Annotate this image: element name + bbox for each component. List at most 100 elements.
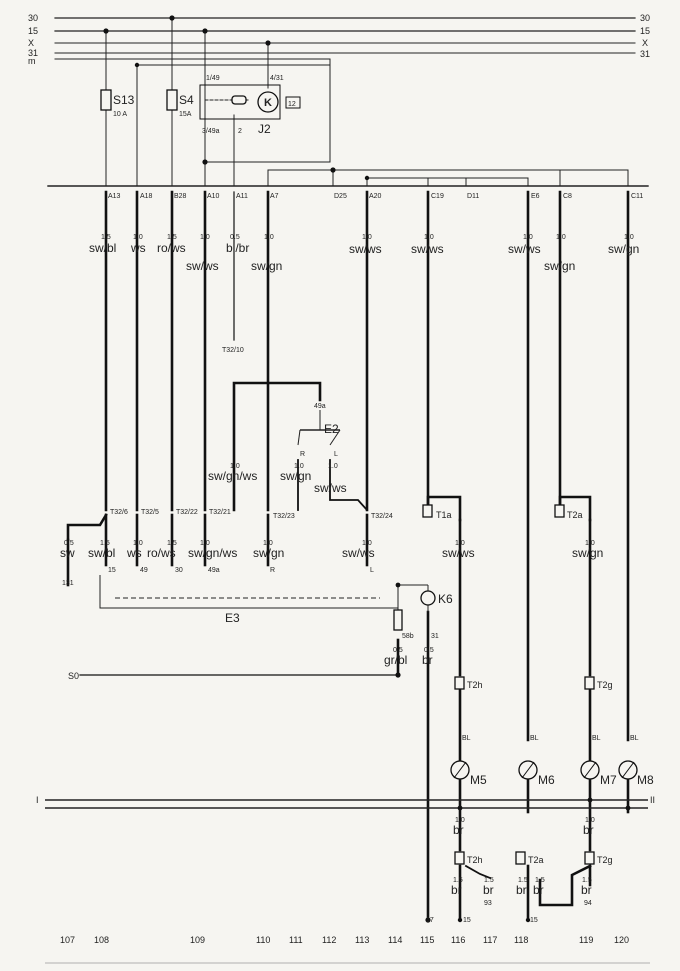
- column-number: 113: [355, 935, 369, 945]
- lower-wire-gauge: 1.0: [263, 540, 273, 547]
- lower-wire-color: ro/ws: [147, 546, 176, 560]
- t-connector: T2g: [597, 680, 613, 690]
- lower-wire-gauge: 1.0: [133, 540, 143, 547]
- relay-terminal-4-31: 4/31: [270, 75, 284, 82]
- bottom-ref: 15: [530, 917, 538, 924]
- connector-b28: B28: [174, 193, 187, 200]
- relay-label: J2: [258, 122, 271, 136]
- bottom-wire-ref: 94: [584, 900, 592, 907]
- column-number: 112: [322, 935, 336, 945]
- bottom-wire-gauge: 1.5: [484, 877, 494, 884]
- lower-wire-color: sw/gn: [253, 546, 284, 560]
- bottom-wire-gauge: 1.5: [582, 877, 592, 884]
- lower-wire-gauge: 1.0: [585, 540, 595, 547]
- column-number: 115: [420, 935, 434, 945]
- upper-wire-color: ws: [130, 241, 146, 255]
- e3-terminal: 15: [108, 567, 116, 574]
- column-number: 110: [256, 935, 270, 945]
- connector-c19: C19: [431, 193, 444, 200]
- e2-terminal-l: L: [334, 451, 338, 458]
- column-number: 111: [289, 935, 303, 945]
- upper-wire-color: sw/ws: [186, 259, 219, 273]
- connector-d25: D25: [334, 193, 347, 200]
- ground-wire-gauge: 1.0: [455, 817, 465, 824]
- upper-wire-color: sw/ws: [508, 242, 541, 256]
- t32-connector: T32/21: [209, 509, 231, 516]
- column-number: 120: [614, 935, 629, 945]
- bottom-connector: T2g: [597, 855, 613, 865]
- k6-wire-gauge: 0.5: [424, 647, 434, 654]
- k6-wire-color: br: [422, 653, 433, 667]
- k6-terminal-31: 31: [431, 633, 439, 640]
- e3-terminal: 49: [140, 567, 148, 574]
- e2-label: E2: [324, 422, 339, 436]
- k6-terminal-58b: 58b: [402, 633, 414, 640]
- upper-wire-color: sw/ws: [349, 242, 382, 256]
- bottom-wire-color: br: [451, 883, 462, 897]
- connector-a7: A7: [270, 193, 279, 200]
- upper-wire-color: sw/ws: [411, 242, 444, 256]
- bottom-wire-color: br: [516, 883, 527, 897]
- upper-wire-color: sw/bl: [89, 241, 116, 255]
- column-number: 108: [94, 935, 109, 945]
- lower-wire-gauge: 0.5: [64, 540, 74, 547]
- t32-connector: T32/24: [371, 513, 393, 520]
- lower-wire-gauge: 1.5: [167, 540, 177, 547]
- column-number: 118: [514, 935, 528, 945]
- relay-coil-circle: [257, 91, 279, 113]
- bottom-wire-color: br: [581, 883, 592, 897]
- upper-wire-gauge: 1.0: [424, 234, 434, 241]
- k6-wire-gauge: 0.5: [393, 647, 403, 654]
- e2-wire-color: sw/gn/ws: [208, 469, 257, 483]
- rail-label-left-31: 31: [28, 48, 38, 58]
- rail-label-left-m: m: [28, 56, 36, 66]
- rail-label-left-15: 15: [28, 26, 38, 36]
- fuse-s13-label: S13: [113, 93, 135, 107]
- lower-wire-color: sw/gn/ws: [188, 546, 237, 560]
- ground-wire-color: br: [583, 823, 594, 837]
- e2-wire-color: sw/gn: [280, 469, 311, 483]
- rail-label-i: I: [36, 795, 39, 805]
- bottom-connector: T2a: [528, 855, 544, 865]
- t-connector: T1a: [436, 510, 452, 520]
- t-connector: T2h: [467, 680, 483, 690]
- t32-connector: T32/6: [110, 509, 128, 516]
- ground-wire-color: br: [453, 823, 464, 837]
- e2-terminal-r: R: [300, 451, 305, 458]
- t32-connector: T32/23: [273, 513, 295, 520]
- k6-label: K6: [438, 592, 453, 606]
- connector-e6: E6: [531, 193, 540, 200]
- upper-wire-gauge: 1.0: [200, 234, 210, 241]
- connector-d11: D11: [467, 193, 479, 200]
- e3-terminal: L: [370, 567, 374, 574]
- k6-indicator-symbol: [420, 590, 436, 606]
- rail-label-left-30: 30: [28, 13, 38, 23]
- column-number: 109: [190, 935, 205, 945]
- connector-a20: A20: [369, 193, 382, 200]
- lamp-m6-label: M6: [538, 773, 555, 787]
- bottom-wire-gauge: 1.5: [535, 877, 545, 884]
- lower-wire-gauge: 1.0: [455, 540, 465, 547]
- e2-wire-gauge: 1.0: [294, 463, 304, 470]
- rail-label-ii: II: [650, 795, 655, 805]
- upper-wire-color: bl/br: [226, 241, 249, 255]
- e3-terminal: 30: [175, 567, 183, 574]
- relay-terminal-3-49a: 3/49a: [202, 128, 220, 135]
- bottom-ref: 17: [426, 917, 434, 924]
- upper-wire-gauge: 1.0: [556, 234, 566, 241]
- column-number: 116: [451, 935, 465, 945]
- bottom-ref: 15: [463, 917, 471, 924]
- connector-c11: C11: [631, 193, 643, 200]
- fuse-s4-rating: 15A: [179, 111, 192, 118]
- bottom-wire-color: br: [533, 883, 544, 897]
- fuse-s13-rating: 10 A: [113, 111, 127, 118]
- lower-wire-color: sw/gn: [572, 546, 603, 560]
- lower-wire-color: sw: [60, 546, 75, 560]
- upper-wire-color: ro/ws: [157, 241, 186, 255]
- resistor-symbol: [393, 609, 403, 631]
- relay-terminal-2: 2: [238, 128, 242, 135]
- bottom-wire-gauge: 1.5: [518, 877, 528, 884]
- upper-wire-gauge: 1.5: [167, 234, 177, 241]
- lower-wire-gauge: 1.0: [200, 540, 210, 547]
